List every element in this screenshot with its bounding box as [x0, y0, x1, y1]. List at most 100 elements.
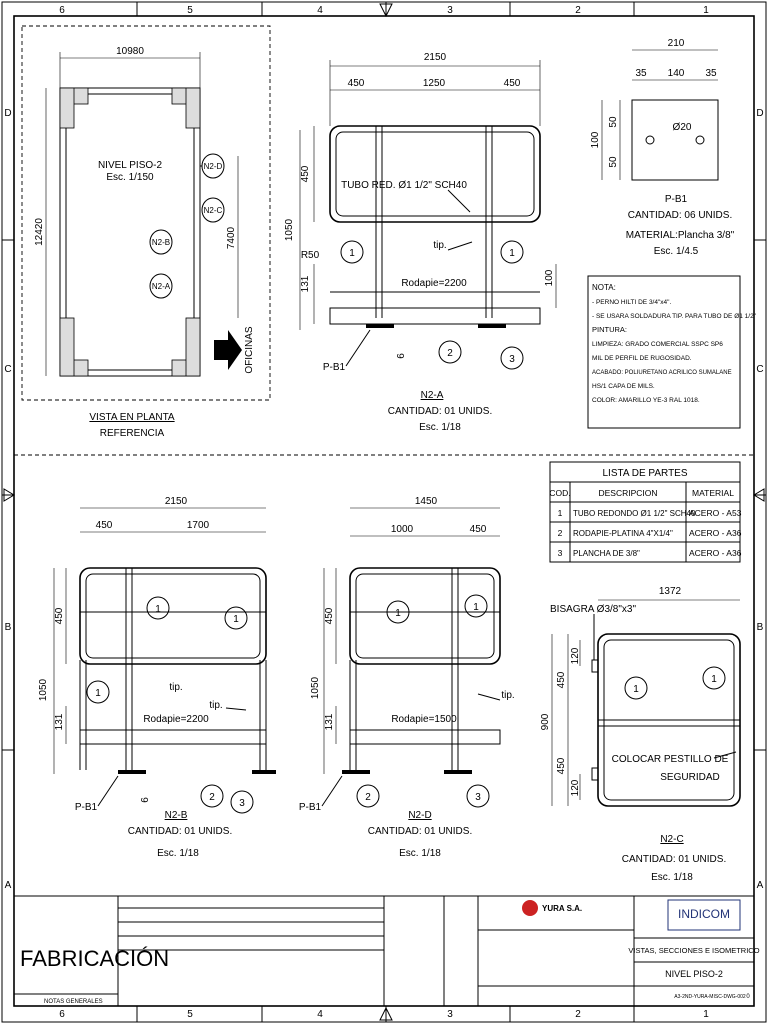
n2a-dim-height: 1050	[284, 218, 295, 241]
n2b-rodapie: Rodapie=2200	[143, 714, 209, 725]
n2c-dim-total: 1372	[659, 586, 682, 597]
svg-text:2: 2	[447, 348, 453, 359]
n2a-dim-6: 6	[396, 353, 407, 359]
col-label-top-3: 3	[447, 5, 453, 16]
n2d-pb1: P-B1	[299, 802, 322, 813]
n2a-scale: Esc. 1/18	[419, 422, 461, 433]
parts-header-cod: COD.	[549, 488, 570, 498]
n2d-view: 1450 1000 450 1050 450 131 tip. Rodapie=…	[299, 496, 515, 859]
svg-text:1: 1	[349, 248, 355, 259]
col-label-bottom-5: 5	[187, 1009, 193, 1020]
ref-level-title: NIVEL PISO-2	[98, 160, 163, 171]
n2b-name: N2-B	[165, 810, 188, 821]
col-label-bottom-4: 4	[317, 1009, 323, 1020]
n2c-scale: Esc. 1/18	[651, 872, 693, 883]
ref-dim-width: 10980	[116, 46, 144, 57]
n2a-name: N2-A	[421, 390, 444, 401]
n2d-dim-total: 1450	[415, 496, 438, 507]
n2a-dim-450: 450	[300, 165, 311, 182]
n2b-scale: Esc. 1/18	[157, 848, 199, 859]
ref-tag-n2c: N2-C	[204, 206, 223, 215]
n2d-rodapie: Rodapie=1500	[391, 714, 457, 725]
row-label-left-c: C	[4, 364, 11, 375]
n2b-dim-height: 1050	[38, 678, 49, 701]
row-label-left-b: B	[5, 622, 12, 633]
n2c-latch-2: SEGURIDAD	[660, 772, 719, 783]
n2d-name: N2-D	[408, 810, 431, 821]
svg-text:1: 1	[233, 614, 239, 625]
n2c-hinge: BISAGRA Ø3/8"x3"	[550, 604, 636, 615]
note-line-4: LIMPIEZA: GRADO COMERCIAL SSPC SP6	[592, 341, 723, 348]
parts-row3-desc: PLANCHA DE 3/8"	[573, 549, 640, 558]
parts-row1-desc: TUBO REDONDO Ø1 1/2" SCH40	[573, 509, 696, 518]
revision: 0	[746, 994, 750, 1000]
pb1-qty: CANTIDAD: 06 UNIDS.	[628, 210, 732, 221]
note-line-7: HS/1 CAPA DE MILS.	[592, 383, 655, 390]
n2a-qty: CANTIDAD: 01 UNIDS.	[388, 406, 492, 417]
n2a-r50: R50	[301, 250, 320, 261]
parts-header-material: MATERIAL	[692, 488, 734, 498]
n2c-dim-120a: 120	[570, 647, 581, 664]
svg-text:1: 1	[633, 684, 639, 695]
ref-tag-n2b: N2-B	[152, 238, 170, 247]
parts-row2-material: ACERO - A36	[689, 528, 742, 538]
note-line-1: - PERNO HILTI DE 3/4"x4".	[592, 299, 671, 306]
n2a-tip: tip.	[433, 240, 446, 251]
n2a-pipe-label: TUBO RED. Ø1 1/2" SCH40	[341, 180, 467, 191]
svg-text:1: 1	[395, 608, 401, 619]
company-name: YURA S.A.	[542, 904, 582, 913]
row-label-right-b: B	[757, 622, 764, 633]
n2c-name: N2-C	[660, 834, 683, 845]
ref-dim-height: 12420	[34, 218, 45, 246]
n2c-qty: CANTIDAD: 01 UNIDS.	[622, 854, 726, 865]
pb1-dim-50b: 50	[608, 156, 619, 168]
n2d-dim-131: 131	[324, 713, 335, 730]
n2c-dim-120b: 120	[570, 779, 581, 796]
sheet-level: NIVEL PISO-2	[665, 969, 723, 979]
col-label-bottom-3: 3	[447, 1009, 453, 1020]
drawing-number: A3-2ND-YURA-MISC-DWG-002	[674, 994, 746, 1000]
n2b-pb1: P-B1	[75, 802, 98, 813]
ref-caption-2: REFERENCIA	[100, 428, 165, 439]
n2a-view: 2150 450 1250 450 1050 450 131 100 6 R50…	[284, 52, 557, 433]
note-line-6: ACABADO: POLIURETANO ACRILICO SUMALANE	[592, 370, 732, 376]
note-line-5: MIL DE PERFIL DE RUGOSIDAD.	[592, 355, 692, 362]
ref-oficinas: OFICINAS	[244, 326, 255, 374]
n2b-tip-a: tip.	[169, 682, 182, 693]
pb1-hole: Ø20	[673, 122, 692, 133]
title-block: FABRICACIÓN NOTAS GENERALES YURA S.A. IN…	[13, 895, 760, 1007]
n2d-tip: tip.	[501, 690, 514, 701]
pb1-detail: 210 35 140 35 100 50 50 Ø20 P-B1 CANTIDA…	[590, 38, 735, 257]
n2a-dim-total: 2150	[424, 52, 447, 63]
pb1-dim-50a: 50	[608, 116, 619, 128]
yura-logo-icon	[522, 900, 538, 916]
row-label-left-d: D	[4, 108, 11, 119]
col-label-top-6: 6	[59, 5, 65, 16]
col-label-bottom-2: 2	[575, 1009, 581, 1020]
row-label-right-d: D	[756, 108, 763, 119]
note-line-0: NOTA:	[592, 283, 616, 292]
svg-text:1: 1	[95, 688, 101, 699]
pb1-material: MATERIAL:Plancha 3/8"	[626, 230, 735, 241]
n2a-dim-100: 100	[544, 269, 555, 286]
n2b-dim-total: 2150	[165, 496, 188, 507]
svg-text:1: 1	[711, 674, 717, 685]
n2a-dim-left: 450	[348, 78, 365, 89]
n2a-pb1: P-B1	[323, 362, 346, 373]
n2d-dim-height: 1050	[310, 676, 321, 699]
pb1-dim-35a: 35	[635, 68, 647, 79]
n2b-tip-b: tip.	[209, 700, 222, 711]
svg-text:2: 2	[365, 792, 371, 803]
pb1-dim-100: 100	[590, 131, 601, 148]
ref-caption-1: VISTA EN PLANTA	[89, 412, 175, 423]
notes-box: NOTA: - PERNO HILTI DE 3/4"x4". - SE USA…	[587, 275, 757, 429]
svg-text:1: 1	[509, 248, 515, 259]
pb1-dim-total: 210	[668, 38, 685, 49]
parts-header-desc: DESCRIPCION	[598, 488, 657, 498]
parts-row1-cod: 1	[558, 508, 563, 518]
svg-text:3: 3	[239, 798, 245, 809]
parts-row2-desc: RODAPIE-PLATINA 4"X1/4"	[573, 529, 673, 538]
n2a-dim-mid: 1250	[423, 78, 446, 89]
note-line-2: - SE USARA SOLDADURA TIP. PARA TUBO DE Ø…	[592, 313, 757, 320]
